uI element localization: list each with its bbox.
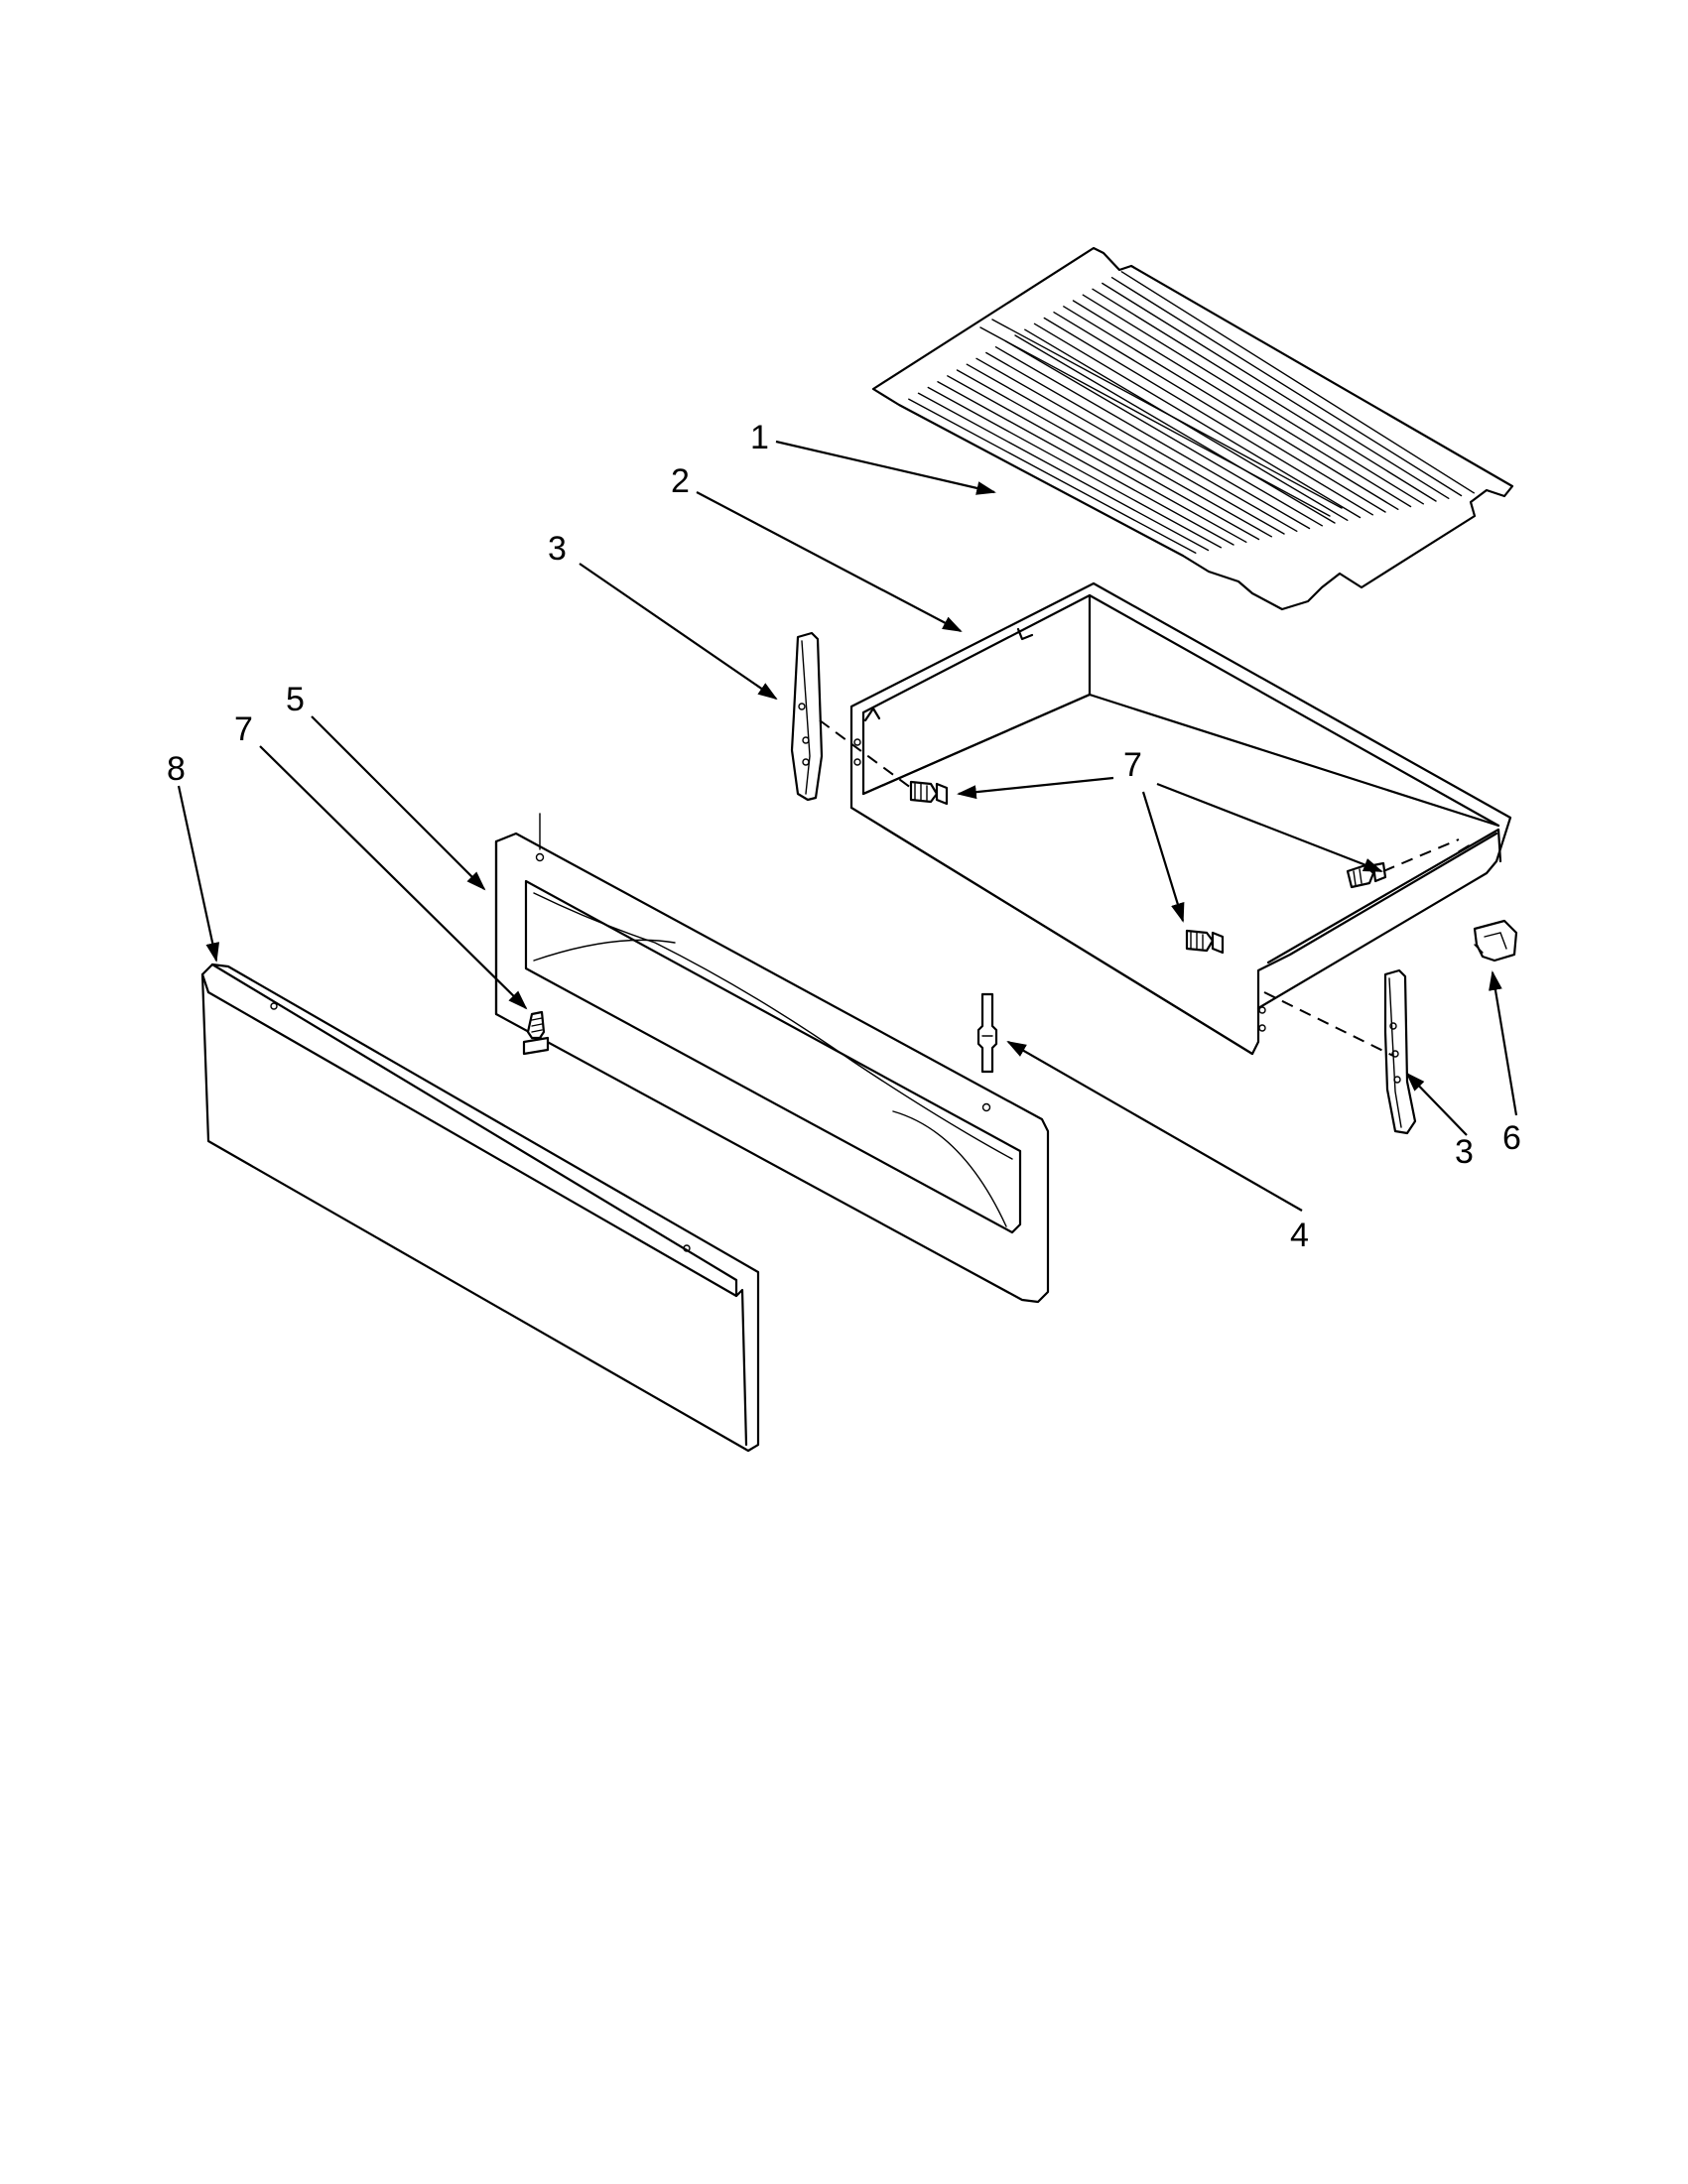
- rack-bar: [927, 386, 1223, 549]
- wire-rack: [871, 246, 1514, 611]
- callout-7-center: 7: [1123, 746, 1142, 784]
- rack-bar: [1082, 294, 1425, 505]
- drawer-glide-right: [1383, 968, 1417, 1135]
- alignment-line-rear: [1382, 838, 1460, 872]
- rack-bar: [1033, 322, 1362, 519]
- rack-bar: [1063, 306, 1399, 510]
- drawer-outer-panel: [200, 963, 760, 1453]
- leader-3-left: [579, 563, 778, 701]
- leader-8: [177, 785, 220, 963]
- rack-bar: [908, 398, 1197, 554]
- leader-2: [696, 491, 963, 632]
- rack-bar: [937, 381, 1234, 546]
- drawer-body: [849, 581, 1512, 1056]
- leader-7-to-center-screw: [1141, 791, 1185, 923]
- leader-6: [1489, 970, 1518, 1116]
- callout-2: 2: [671, 462, 690, 500]
- rack-bar: [917, 392, 1210, 552]
- rack-bar: [975, 357, 1285, 535]
- leader-3-right: [1405, 1072, 1468, 1136]
- leader-4: [1006, 1041, 1303, 1212]
- alignment-line-right-glide: [1263, 991, 1394, 1057]
- leader-7-to-left-screw: [957, 776, 1114, 800]
- rack-bar: [1120, 271, 1476, 494]
- screw-drawer-center: [1185, 929, 1225, 955]
- rack-bar: [947, 375, 1247, 543]
- leader-1: [775, 440, 996, 495]
- leader-5: [311, 715, 486, 891]
- rack-bar: [956, 369, 1260, 541]
- rack-bar: [994, 346, 1311, 530]
- leader-7-to-right-screw: [1156, 782, 1383, 873]
- callout-1: 1: [750, 419, 769, 456]
- rack-bar: [1053, 312, 1386, 513]
- rack-bar: [1043, 317, 1374, 516]
- callout-4: 4: [1290, 1217, 1309, 1254]
- drawer-glide-left: [790, 631, 824, 802]
- callout-7-left: 7: [234, 710, 253, 748]
- drawer-front-panel: [494, 813, 1050, 1304]
- callout-8: 8: [167, 750, 186, 788]
- callout-3-right: 3: [1455, 1133, 1474, 1171]
- rack-bar: [1014, 334, 1336, 524]
- rack-bar: [1110, 277, 1463, 497]
- callout-3-left: 3: [548, 530, 567, 568]
- callout-5: 5: [286, 681, 305, 718]
- rack-bar: [1024, 328, 1349, 521]
- drawer-pin: [976, 992, 998, 1074]
- rack-bar: [1072, 300, 1412, 508]
- screw-drawer-left: [909, 780, 949, 806]
- callout-6: 6: [1502, 1119, 1521, 1157]
- rear-clip: [1473, 919, 1518, 963]
- rack-bar: [985, 351, 1298, 532]
- screw-left: [522, 1010, 550, 1056]
- rack-bar: [1092, 288, 1437, 502]
- rack-bar: [966, 363, 1273, 538]
- rack-bar: [1102, 282, 1450, 499]
- rack-bar: [1004, 340, 1324, 527]
- leader-7-left: [259, 745, 528, 1010]
